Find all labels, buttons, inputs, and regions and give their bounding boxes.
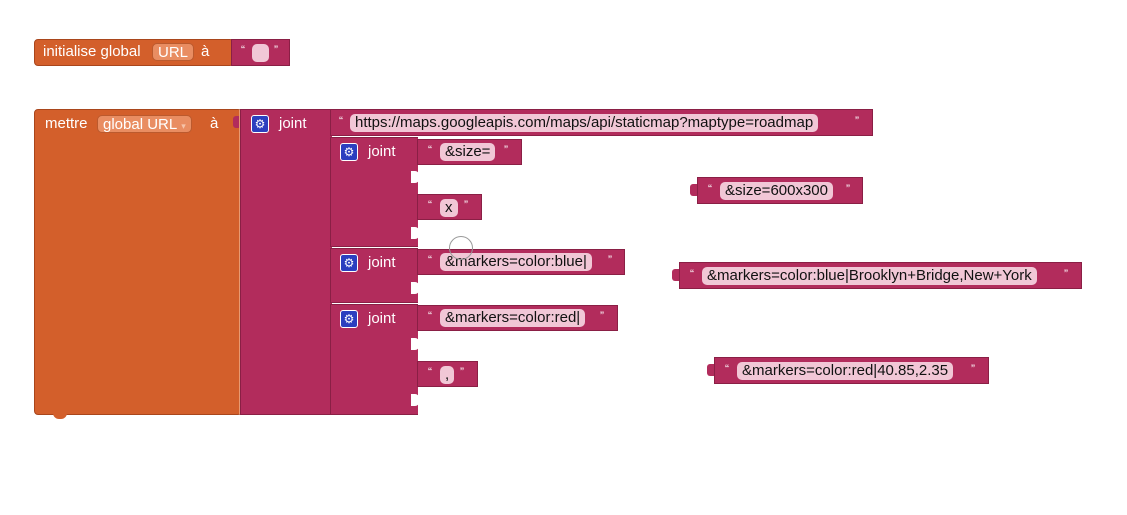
text-block-x[interactable]: “ x ”	[417, 194, 482, 220]
connector-tab	[323, 256, 330, 268]
empty-input-socket[interactable]	[411, 394, 419, 406]
text-block-empty[interactable]: “ ”	[231, 39, 290, 66]
join-block-size[interactable]: ⚙ joint	[330, 137, 419, 247]
quote-open: “	[690, 267, 694, 281]
join-label: joint	[368, 254, 396, 271]
quote-close: ”	[855, 114, 859, 128]
connector-tab	[410, 145, 417, 157]
text-field-markers-blue-full[interactable]: &markers=color:blue|Brooklyn+Bridge,New+…	[702, 267, 1037, 285]
initialize-global-label: initialise global	[43, 43, 141, 60]
set-to-label: à	[210, 115, 219, 132]
text-block-base-url[interactable]: “ https://maps.googleapis.com/maps/api/s…	[330, 109, 873, 136]
quote-open: “	[428, 309, 432, 323]
quote-open: “	[725, 362, 729, 376]
join-label: joint	[368, 143, 396, 160]
connector-tab	[672, 269, 679, 281]
join-block-markers-blue[interactable]: ⚙ joint	[330, 248, 419, 303]
empty-input-socket[interactable]	[411, 171, 419, 183]
join-label: joint	[279, 115, 307, 132]
initialize-global-block[interactable]: initialise global URL à	[34, 39, 234, 66]
text-block-comma[interactable]: “ , ”	[417, 361, 478, 387]
gear-icon[interactable]: ⚙	[251, 115, 269, 133]
quote-open: “	[428, 365, 432, 379]
quote-close: ”	[464, 198, 468, 212]
quote-close: ”	[1064, 267, 1068, 281]
quote-open: “	[339, 114, 343, 128]
text-field-empty[interactable]	[252, 44, 269, 62]
connector-tab	[323, 145, 330, 157]
quote-close: ”	[846, 182, 850, 196]
quote-open: “	[708, 182, 712, 196]
quote-close: ”	[608, 253, 612, 267]
text-block-markers-red-full[interactable]: “ &markers=color:red|40.85,2.35 ”	[714, 357, 989, 384]
text-field-x[interactable]: x	[440, 199, 458, 217]
gear-icon[interactable]: ⚙	[340, 310, 358, 328]
gear-icon[interactable]: ⚙	[340, 254, 358, 272]
variable-dropdown-label: global URL	[103, 116, 178, 133]
set-global-block[interactable]: mettre global URL▾ à	[34, 109, 242, 415]
quote-close: ”	[274, 43, 278, 57]
empty-input-socket[interactable]	[411, 282, 419, 294]
initialize-to-label: à	[201, 43, 210, 60]
text-field-size[interactable]: &size=	[440, 143, 496, 161]
text-field-markers-blue[interactable]: &markers=color:blue|	[440, 253, 592, 271]
text-field-size-full[interactable]: &size=600x300	[720, 182, 833, 200]
quote-close: ”	[460, 365, 464, 379]
quote-close: ”	[971, 362, 975, 376]
variable-name-field[interactable]: URL	[152, 43, 195, 61]
connector-tab	[323, 312, 330, 324]
quote-open: “	[241, 43, 245, 57]
empty-input-socket[interactable]	[411, 338, 419, 350]
gear-icon[interactable]: ⚙	[340, 143, 358, 161]
text-field-base-url[interactable]: https://maps.googleapis.com/maps/api/sta…	[350, 114, 819, 132]
quote-open: “	[428, 143, 432, 157]
variable-dropdown[interactable]: global URL▾	[97, 115, 192, 133]
text-block-markers-blue[interactable]: “ &markers=color:blue| ”	[417, 249, 625, 275]
text-field-markers-red[interactable]: &markers=color:red|	[440, 309, 586, 327]
set-label: mettre	[45, 115, 88, 132]
text-block-size-full[interactable]: “ &size=600x300 ”	[697, 177, 863, 204]
connector-tab	[323, 116, 330, 128]
text-field-markers-red-full[interactable]: &markers=color:red|40.85,2.35	[737, 362, 954, 380]
connector-tab	[410, 312, 417, 324]
join-block-outer[interactable]: ⚙ joint	[240, 109, 332, 415]
connector-tab	[690, 184, 697, 196]
connector-tab	[410, 368, 417, 380]
quote-open: “	[428, 198, 432, 212]
connector-tab	[410, 201, 417, 213]
chevron-down-icon: ▾	[181, 121, 186, 131]
quote-close: ”	[600, 309, 604, 323]
text-field-comma[interactable]: ,	[440, 366, 455, 384]
text-block-markers-blue-full[interactable]: “ &markers=color:blue|Brooklyn+Bridge,Ne…	[679, 262, 1082, 289]
quote-open: “	[428, 253, 432, 267]
set-block-bottom-nub	[53, 413, 67, 419]
quote-close: ”	[504, 143, 508, 157]
column-divider	[239, 110, 240, 414]
text-block-size[interactable]: “ &size= ”	[417, 139, 522, 165]
connector-tab	[707, 364, 714, 376]
join-label: joint	[368, 310, 396, 327]
join-block-markers-red[interactable]: ⚙ joint	[330, 304, 419, 415]
move-cursor-icon	[449, 236, 473, 260]
text-block-markers-red[interactable]: “ &markers=color:red| ”	[417, 305, 618, 331]
connector-tab	[233, 116, 240, 128]
connector-tab	[410, 256, 417, 268]
empty-input-socket[interactable]	[411, 227, 419, 239]
